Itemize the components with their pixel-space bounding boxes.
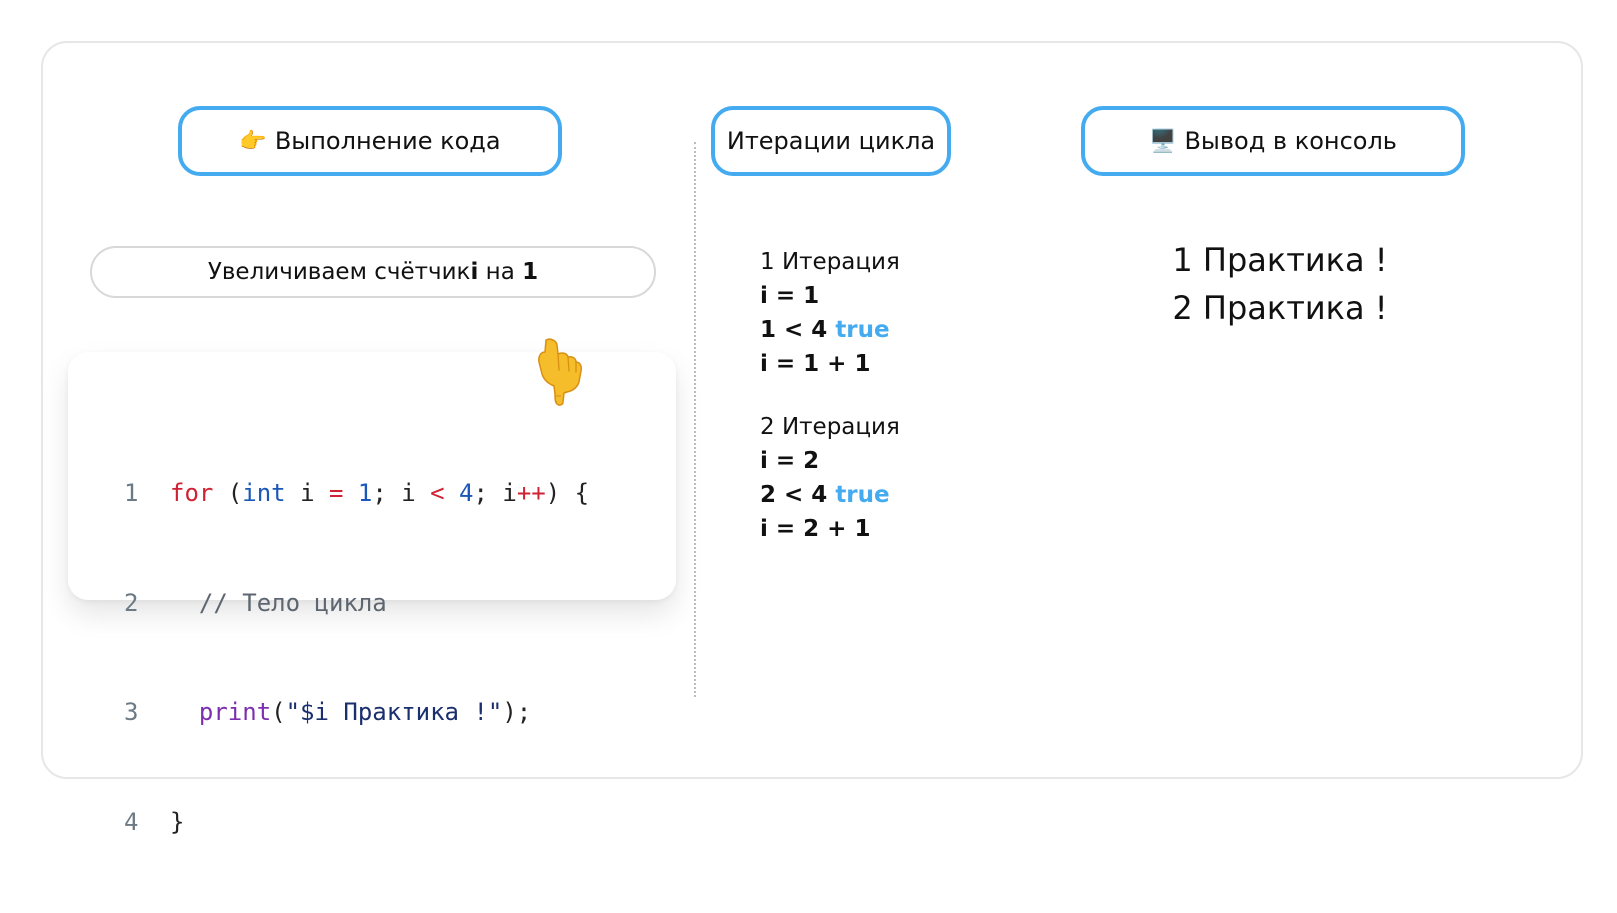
step-amount: 1 xyxy=(522,259,539,285)
operator-less-than: < xyxy=(430,479,445,507)
line-number: 2 xyxy=(124,588,139,617)
number-limit: 4 xyxy=(459,479,474,507)
string-literal: "$i Практика !" xyxy=(285,698,503,726)
line-number: 4 xyxy=(124,807,139,836)
header-loop-iterations: Итерации цикла xyxy=(711,106,951,176)
iteration-result: true xyxy=(835,482,890,508)
header-console-output-label: Вывод в консоль xyxy=(1184,127,1397,155)
code-token: ( xyxy=(213,479,243,507)
code-token: } xyxy=(170,807,185,836)
header-code-execution: 👉 Выполнение кода xyxy=(178,106,562,176)
column-divider xyxy=(694,142,696,697)
step-description: Увеличиваем счётчик i на 1 xyxy=(90,246,656,298)
iteration-condition: 1 < 4 xyxy=(760,317,828,343)
header-console-output: 🖥️ Вывод в консоль xyxy=(1081,106,1465,176)
iteration-title: 1 Итерация xyxy=(760,249,900,275)
header-loop-iterations-label: Итерации цикла xyxy=(726,127,936,155)
keyword-for: for xyxy=(170,479,214,507)
code-token: ) { xyxy=(545,479,590,507)
line-number: 3 xyxy=(124,698,139,726)
iteration-result: true xyxy=(835,317,890,343)
iteration-condition-line: 2 < 4 true xyxy=(760,478,900,512)
step-variable: i xyxy=(470,259,479,285)
step-prefix: Увеличиваем счётчик xyxy=(207,259,471,285)
iteration-assign: i = 2 xyxy=(760,448,820,474)
code-line-2: 2 // Тело цикла xyxy=(124,585,589,622)
header-code-execution-label: Выполнение кода xyxy=(274,127,501,155)
iteration-1: 1 Итерация i = 1 1 < 4 true i = 1 + 1 xyxy=(760,245,900,381)
iteration-condition-line: 1 < 4 true xyxy=(760,313,900,347)
code-token xyxy=(343,479,357,507)
code-token xyxy=(445,479,459,507)
code-line-3: 3 print("$i Практика !"); xyxy=(124,694,589,731)
code-token: ; i xyxy=(473,479,517,507)
code-token: ; i xyxy=(372,479,431,507)
pointing-down-hand-icon xyxy=(538,338,582,406)
iteration-2: 2 Итерация i = 2 2 < 4 true i = 2 + 1 xyxy=(760,410,900,546)
code-comment: // Тело цикла xyxy=(170,588,387,617)
iteration-update: i = 2 + 1 xyxy=(760,516,871,542)
step-middle: на xyxy=(478,259,523,285)
operator-assign: = xyxy=(328,479,344,507)
type-int: int xyxy=(242,479,286,507)
console-output: 1 Практика ! 2 Практика ! xyxy=(1100,236,1460,332)
iteration-assign: i = 1 xyxy=(760,283,820,309)
code-token: ); xyxy=(502,698,532,726)
code-token: i xyxy=(285,479,329,507)
code-line-4: 4} xyxy=(124,804,589,841)
number-start: 1 xyxy=(357,479,373,507)
pointing-right-icon: 👉 xyxy=(239,128,267,154)
console-line: 1 Практика ! xyxy=(1172,241,1388,279)
code-token: ( xyxy=(271,698,286,726)
console-line: 2 Практика ! xyxy=(1172,289,1388,327)
iteration-title: 2 Итерация xyxy=(760,414,900,440)
function-print: print xyxy=(198,698,272,726)
line-number: 1 xyxy=(124,479,139,507)
code-token xyxy=(170,698,199,726)
desktop-computer-icon: 🖥️ xyxy=(1149,128,1177,154)
operator-increment: ++ xyxy=(516,479,546,507)
iteration-update: i = 1 + 1 xyxy=(760,351,871,377)
iteration-condition: 2 < 4 xyxy=(760,482,828,508)
